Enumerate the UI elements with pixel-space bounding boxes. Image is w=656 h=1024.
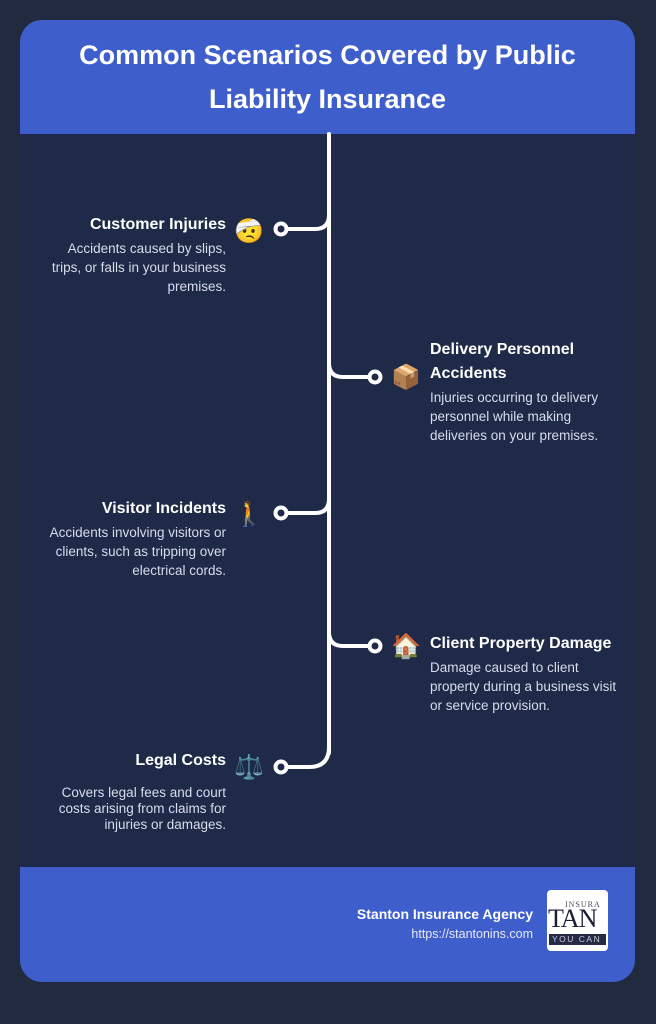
- timeline-node-5: [273, 759, 289, 775]
- timeline-connector-lines: [273, 132, 383, 775]
- item-title: Delivery Personnel Accidents: [430, 341, 575, 382]
- agency-name: Stanton Insurance Agency: [356, 906, 533, 922]
- item-description: Damage caused to client property during …: [430, 660, 617, 713]
- agency-logo: INSURA TAN YOU CAN: [547, 890, 608, 951]
- timeline-item-legal-costs: Legal Costs Covers legal fees and court …: [40, 749, 226, 833]
- face-with-head-bandage-icon: 🤕: [234, 217, 264, 245]
- header-banner: Common Scenarios Covered by Public Liabi…: [20, 20, 635, 134]
- item-title: Legal Costs: [135, 752, 226, 769]
- balance-scale-icon: ⚖️: [234, 753, 264, 781]
- logo-text-main: TAN: [548, 904, 597, 933]
- timeline-item-visitor-incidents: Visitor Incidents Accidents involving vi…: [34, 497, 226, 580]
- timeline-node-2: [367, 369, 383, 385]
- timeline-item-delivery-personnel-accidents: Delivery Personnel Accidents Injuries oc…: [430, 338, 620, 445]
- timeline-node-3: [273, 505, 289, 521]
- package-icon: 📦: [391, 363, 421, 391]
- footer-banner: Stanton Insurance Agency https://stanton…: [20, 867, 635, 982]
- page-title: Common Scenarios Covered by Public Liabi…: [79, 40, 576, 114]
- item-title: Client Property Damage: [430, 635, 612, 652]
- infographic-card: Common Scenarios Covered by Public Liabi…: [20, 20, 635, 982]
- logo-text-top: INSURA: [565, 900, 601, 909]
- agency-url-link[interactable]: https://stantonins.com: [411, 927, 533, 941]
- timeline-item-client-property-damage: Client Property Damage Damage caused to …: [430, 632, 630, 715]
- house-icon: 🏠: [391, 632, 421, 660]
- item-title: Customer Injuries: [89, 216, 226, 233]
- timeline-item-customer-injuries: Customer Injuries Accidents caused by sl…: [40, 213, 226, 296]
- item-description: Covers legal fees and court costs arisin…: [58, 785, 226, 832]
- timeline-node-1: [273, 221, 289, 237]
- agency-info: Stanton Insurance Agency https://stanton…: [357, 904, 533, 944]
- logo-text-tagline: YOU CAN: [549, 934, 606, 945]
- item-description: Accidents involving visitors or clients,…: [49, 525, 226, 578]
- person-walking-icon: 🚶: [234, 500, 264, 528]
- item-description: Accidents caused by slips, trips, or fal…: [51, 241, 226, 294]
- item-description: Injuries occurring to delivery personnel…: [430, 390, 599, 443]
- item-title: Visitor Incidents: [101, 500, 226, 517]
- timeline-node-4: [367, 638, 383, 654]
